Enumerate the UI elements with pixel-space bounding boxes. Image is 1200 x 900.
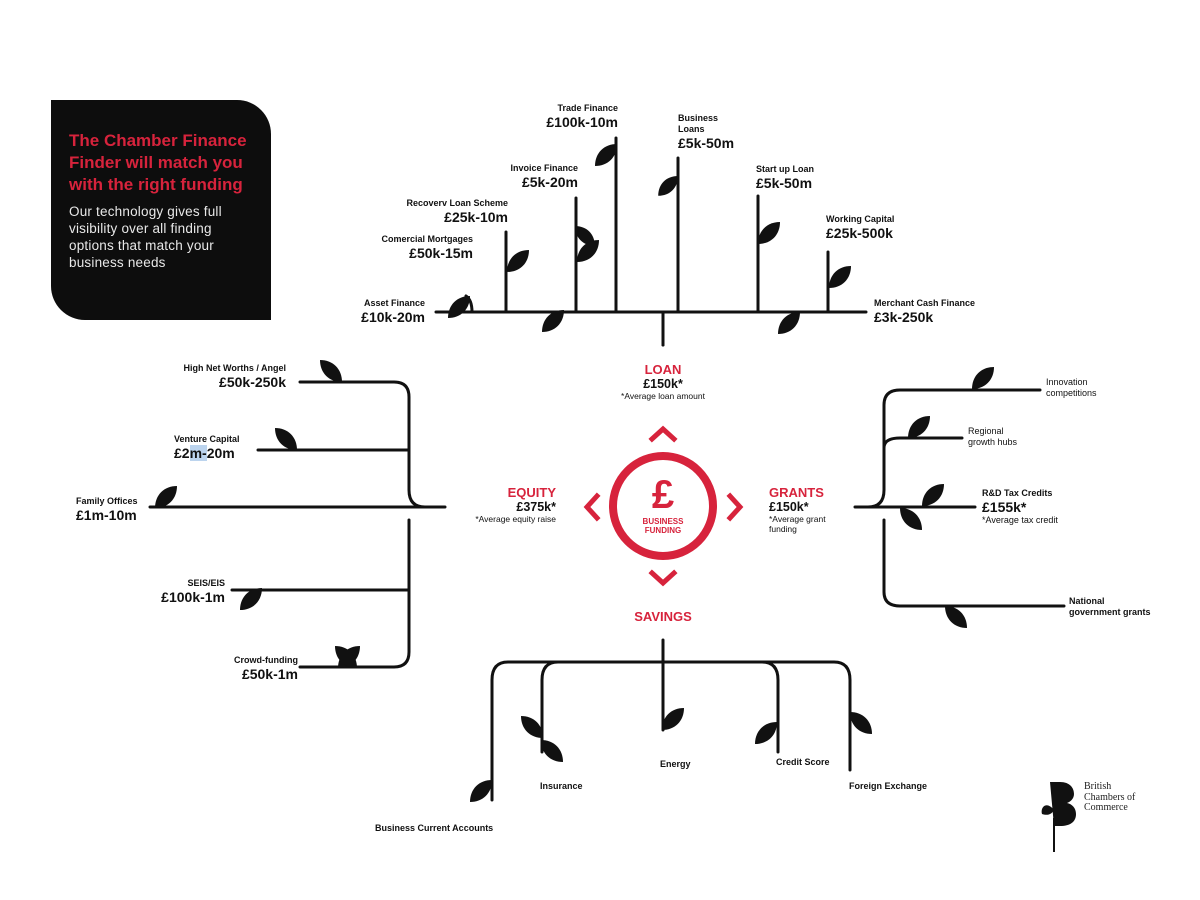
item-name-1: National bbox=[1069, 596, 1105, 606]
chevron-up-icon bbox=[648, 425, 678, 443]
bcc-logo-text: British Chambers of Commerce bbox=[1084, 781, 1136, 813]
equity-title: EQUITY bbox=[507, 485, 556, 500]
equity-item-venture-capital: Venture Capital £2m-20m bbox=[174, 434, 240, 461]
item-name: Working Capital bbox=[826, 214, 895, 224]
grant-item-innovation: Innovation competitions bbox=[1046, 377, 1097, 399]
item-name: Crowd-funding bbox=[234, 655, 298, 665]
text-selection: m- bbox=[189, 445, 207, 461]
equity-value: £375k* bbox=[516, 500, 556, 514]
item-name: Trade Finance bbox=[557, 103, 618, 113]
item-value: £50k-15m bbox=[409, 245, 473, 261]
item-value: £155k* bbox=[982, 499, 1027, 515]
loan-item-invoice-finance: Invoice Finance £5k-20m bbox=[488, 163, 578, 190]
equity-branches bbox=[148, 380, 447, 669]
item-name: Invoice Finance bbox=[510, 163, 578, 173]
direction-chevrons bbox=[583, 425, 744, 587]
item-name-2: Loans bbox=[678, 124, 705, 134]
item-name: Venture Capital bbox=[174, 434, 240, 444]
grants-note-2: funding bbox=[769, 524, 797, 534]
center-badge: £ BUSINESS FUNDING bbox=[609, 452, 717, 560]
grants-title: GRANTS bbox=[769, 485, 824, 500]
savings-branches bbox=[490, 638, 852, 802]
item-name-2: government grants bbox=[1069, 607, 1151, 617]
chevron-down-icon bbox=[648, 569, 678, 587]
grant-branches bbox=[853, 388, 1066, 608]
category-loan: LOAN £150k* *Average loan amount bbox=[603, 362, 723, 401]
equity-item-family-offices: Family Offices £1m-10m bbox=[76, 496, 138, 523]
item-value: £5k-50m bbox=[756, 175, 813, 191]
savings-item-current-accounts: Business Current Accounts bbox=[375, 823, 494, 833]
chevron-left-icon bbox=[583, 492, 601, 522]
item-name: High Net Worths / Angel bbox=[183, 363, 287, 373]
savings-item-insurance: Insurance bbox=[540, 781, 583, 791]
pound-symbol: £ bbox=[652, 473, 674, 517]
item-name: SEIS/EIS bbox=[187, 578, 225, 588]
loan-item-recovery-loan-scheme: Recoverv Loan Scheme £25k-10m bbox=[388, 198, 508, 225]
chevron-right-icon bbox=[726, 492, 744, 522]
loan-value: £150k* bbox=[643, 377, 683, 391]
item-value: £25k-10m bbox=[444, 209, 508, 225]
category-grants: GRANTS £150k* *Average grant funding bbox=[769, 485, 826, 534]
savings-item-energy: Energy bbox=[660, 759, 691, 769]
grant-item-rnd: R&D Tax Credits £155k* *Average tax cred… bbox=[982, 488, 1058, 526]
grants-note-1: *Average grant bbox=[769, 514, 826, 524]
intro-body: Our technology gives full visibility ove… bbox=[69, 204, 222, 270]
loan-note: *Average loan amount bbox=[621, 391, 705, 401]
item-value: £1m-10m bbox=[76, 507, 137, 523]
loan-item-merchant-cash-finance: Merchant Cash Finance £3k-250k bbox=[874, 298, 975, 325]
savings-title: SAVINGS bbox=[634, 609, 692, 624]
intro-headline: The Chamber Finance Finder will match yo… bbox=[69, 131, 247, 194]
savings-item-foreign-exchange: Foreign Exchange bbox=[849, 781, 928, 791]
item-value: £3k-250k bbox=[874, 309, 934, 325]
item-name-1: Innovation bbox=[1046, 377, 1088, 387]
loan-item-working-capital: Working Capital £25k-500k bbox=[826, 214, 894, 241]
item-name-2: growth hubs bbox=[968, 437, 1018, 447]
loan-item-trade-finance: Trade Finance £100k-10m bbox=[528, 103, 618, 130]
item-name-1: Business bbox=[678, 113, 719, 123]
item-name: Family Offices bbox=[76, 496, 138, 506]
item-value: £5k-20m bbox=[521, 174, 578, 190]
category-equity: EQUITY £375k* *Average equity raise bbox=[452, 485, 556, 524]
item-name-1: Regional bbox=[968, 426, 1004, 436]
equity-item-angel: High Net Worths / Angel £50k-250k bbox=[150, 363, 287, 390]
item-value: £5k-50m bbox=[678, 135, 735, 151]
grant-item-national: National government grants bbox=[1069, 596, 1151, 618]
item-name: Asset Finance bbox=[363, 298, 425, 308]
item-value: £100k-10m bbox=[546, 114, 618, 130]
grant-item-regional: Regional growth hubs bbox=[968, 426, 1017, 448]
item-name: Recoverv Loan Scheme bbox=[406, 198, 508, 208]
equity-note: *Average equity raise bbox=[475, 514, 556, 524]
loan-item-startup-loan: Start up Loan £5k-50m bbox=[756, 164, 814, 191]
item-value: £2m-20m bbox=[174, 445, 235, 461]
item-name: Comercial Mortgages bbox=[381, 234, 473, 244]
item-value: £50k-1m bbox=[241, 666, 298, 682]
savings-item-credit-score: Credit Score bbox=[776, 757, 830, 767]
item-value: £25k-500k bbox=[826, 225, 893, 241]
bcc-tree-logo-icon bbox=[1041, 782, 1076, 852]
center-line-1: BUSINESS bbox=[643, 517, 685, 526]
item-name-2: competitions bbox=[1046, 388, 1097, 398]
bcc-logo: British Chambers of Commerce bbox=[1040, 780, 1160, 860]
item-name: Start up Loan bbox=[756, 164, 814, 174]
loan-branches bbox=[434, 136, 868, 347]
loan-item-commercial-mortgages: Comercial Mortgages £50k-15m bbox=[355, 234, 473, 261]
item-name: R&D Tax Credits bbox=[982, 488, 1053, 498]
equity-item-crowd-funding: Crowd-funding £50k-1m bbox=[210, 655, 298, 682]
item-note: *Average tax credit bbox=[982, 515, 1058, 525]
loan-item-business-loans: Business Loans £5k-50m bbox=[678, 113, 734, 151]
item-value: £10k-20m bbox=[361, 309, 425, 325]
intro-panel: The Chamber Finance Finder will match yo… bbox=[51, 100, 271, 320]
item-value: £50k-250k bbox=[219, 374, 286, 390]
loan-item-asset-finance: Asset Finance £10k-20m bbox=[330, 298, 425, 325]
item-value: £100k-1m bbox=[161, 589, 225, 605]
item-name: Merchant Cash Finance bbox=[874, 298, 976, 308]
center-line-2: FUNDING bbox=[645, 526, 681, 535]
category-savings: SAVINGS bbox=[613, 609, 713, 624]
equity-item-seis-eis: SEIS/EIS £100k-1m bbox=[140, 578, 225, 605]
grants-value: £150k* bbox=[769, 500, 809, 514]
loan-title: LOAN bbox=[644, 362, 682, 377]
